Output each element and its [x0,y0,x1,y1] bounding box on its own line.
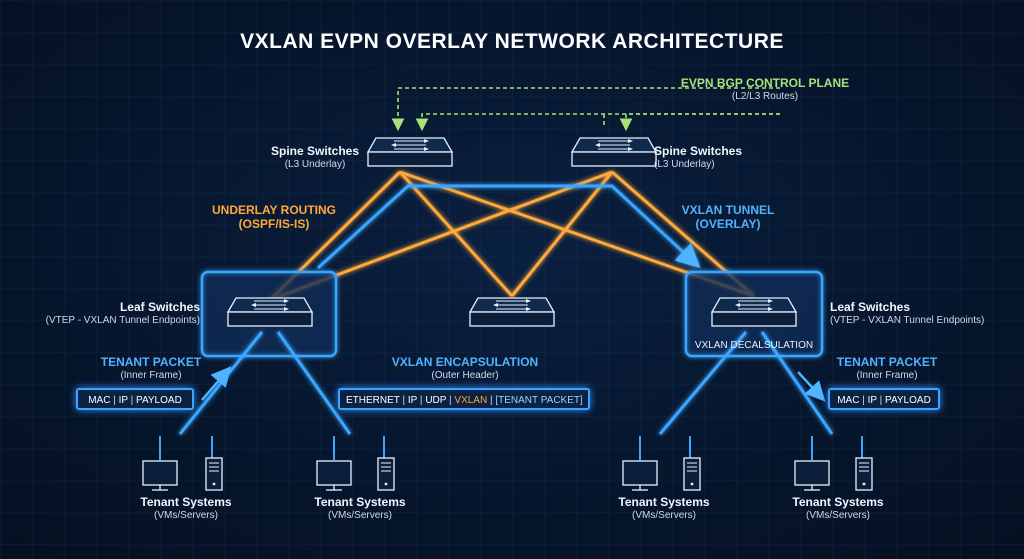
leaf-right-subtitle: (VTEP - VXLAN Tunnel Endpoints) [830,314,985,326]
control-plane-subtitle: (L2/L3 Routes) [731,90,799,102]
tenant-systems-4-label: Tenant Systems (VMs/Servers) [778,495,898,521]
spine-left-subtitle: (L3 Underlay) [284,158,346,170]
spine-switch-right-icon [571,137,657,167]
control-plane-lines [391,87,780,132]
tenant-packet-right-label: TENANT PACKET (Inner Frame) [822,355,952,381]
tenant-packet-left-subtitle: (Inner Frame) [120,369,182,381]
monitor-icon [622,460,658,491]
underlay-title: UNDERLAY ROUTING [211,203,336,217]
spine-right-subtitle: (L3 Underlay) [654,158,715,170]
leaf-left-subtitle: (VTEP - VXLAN Tunnel Endpoints) [45,314,200,326]
encap-field-vxlan: VXLAN [454,395,488,406]
leaf-left-label: Leaf Switches (VTEP - VXLAN Tunnel Endpo… [20,300,200,326]
packet-field-ip: IP [118,395,128,406]
page-title: VXLAN EVPN OVERLAY NETWORK ARCHITECTURE [240,30,784,53]
tenant-systems-3-subtitle: (VMs/Servers) [632,509,696,521]
tenant-systems-1-subtitle: (VMs/Servers) [154,509,218,521]
control-plane-label: EVPN BGP CONTROL PLANE (L2/L3 Routes) [660,76,870,102]
tenant-packet-left-label: TENANT PACKET (Inner Frame) [86,355,216,381]
spine-left-label: Spine Switches (L3 Underlay) [258,144,372,170]
tenant-systems-2-title: Tenant Systems [314,495,406,509]
leaf-switch-left-icon [227,297,313,327]
tenant-systems-2-label: Tenant Systems (VMs/Servers) [300,495,420,521]
packet-field-mac: MAC [88,395,111,406]
leaf-right-label: Leaf Switches (VTEP - VXLAN Tunnel Endpo… [830,300,1016,326]
tunnel-label: VXLAN TUNNEL (OVERLAY) [668,203,788,232]
leaf-switch-center-icon [469,297,555,327]
server-tower-icon [377,457,395,491]
server-tower-icon [205,457,223,491]
monitor-icon [794,460,830,491]
leaf-switch-right-icon [711,297,797,327]
spine-switch-left-icon [367,137,453,167]
tenant-packet-right-box: MAC | IP | PAYLOAD [828,388,940,410]
encap-field-udp: UDP [425,395,447,406]
packet-field-ip: IP [867,395,877,406]
tenant-packet-right-title: TENANT PACKET [836,355,938,369]
tenant-systems-4-title: Tenant Systems [792,495,884,509]
monitor-icon [316,460,352,491]
encap-field-ip: IP [407,395,418,406]
tunnel-title: VXLAN TUNNEL [681,203,775,217]
packet-field-mac: MAC [837,395,860,406]
spine-right-label: Spine Switches (L3 Underlay) [654,144,768,170]
underlay-protocols: (OSPF/IS-IS) [238,216,310,231]
encap-packet-box: ETHERNET | IP | UDP | VXLAN | [TENANT PA… [338,388,590,410]
server-tower-icon [855,457,873,491]
monitor-icon [142,460,178,491]
tenant-drops [159,436,863,460]
leaf-right-title: Leaf Switches [830,300,911,314]
tenant-systems-3-title: Tenant Systems [618,495,710,509]
spine-right-title: Spine Switches [654,144,743,158]
tenant-systems-4-subtitle: (VMs/Servers) [806,509,870,521]
tenant-systems-3-label: Tenant Systems (VMs/Servers) [604,495,724,521]
encap-title: VXLAN ENCAPSULATION [391,355,539,369]
tenant-systems-1-title: Tenant Systems [140,495,232,509]
tenant-systems-1-label: Tenant Systems (VMs/Servers) [126,495,246,521]
server-tower-icon [683,457,701,491]
control-plane-title: EVPN BGP CONTROL PLANE [680,76,850,90]
packet-arrows [201,366,826,402]
tenant-packet-right-subtitle: (Inner Frame) [856,369,918,381]
tunnel-subtitle: (OVERLAY) [695,216,761,231]
encap-label: VXLAN ENCAPSULATION (Outer Header) [340,355,590,381]
encap-subtitle: (Outer Header) [431,369,499,381]
leaf-left-title: Leaf Switches [119,300,200,314]
tenant-systems-2-subtitle: (VMs/Servers) [328,509,392,521]
encap-field-tenant-packet: [TENANT PACKET] [495,395,583,406]
spine-left-title: Spine Switches [270,144,360,158]
vxlan-tunnel-path [316,184,701,270]
packet-field-payload: PAYLOAD [885,395,931,406]
underlay-label: UNDERLAY ROUTING (OSPF/IS-IS) [196,203,352,232]
decap-label: VXLAN DECALSULATION [694,340,814,351]
tenant-packet-left-title: TENANT PACKET [100,355,202,369]
encap-field-ethernet: ETHERNET [346,395,400,406]
packet-field-payload: PAYLOAD [136,395,182,406]
tenant-packet-left-box: MAC | IP | PAYLOAD [76,388,194,410]
